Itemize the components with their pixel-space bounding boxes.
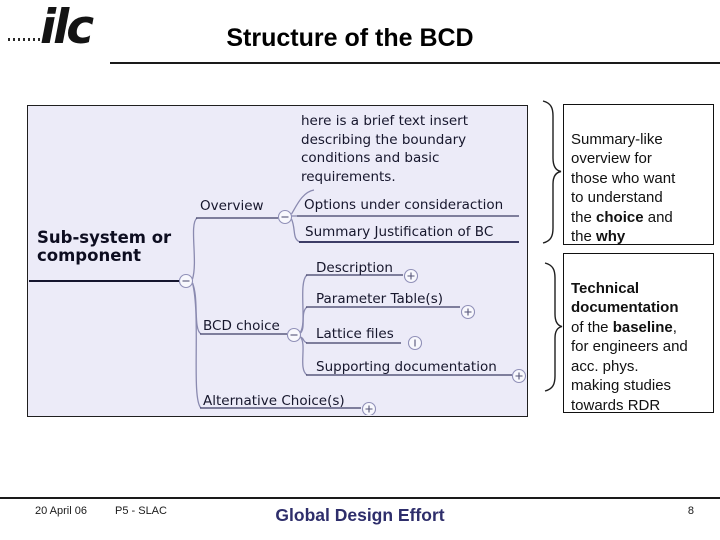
node-overview-label: Overview (200, 198, 264, 214)
edge (290, 218, 301, 243)
footer-event: P5 - SLAC (115, 505, 167, 517)
logo-dots-icon (8, 38, 44, 41)
callout-text: , for engineers and acc. phys. making st… (571, 318, 688, 414)
fold-plus-icon (403, 268, 419, 284)
fold-minus-icon (277, 209, 293, 225)
callout-text-bold: Technical documentation (571, 279, 679, 317)
node-description-label: Description (316, 260, 393, 276)
callout-text: of the (571, 318, 609, 336)
edge (299, 336, 308, 376)
node-supporting-doc-label: Supporting documentation (316, 359, 497, 375)
footer-rule (0, 497, 720, 499)
fold-bar-icon (407, 335, 423, 351)
page-title: Structure of the BCD (226, 24, 474, 52)
node-summary-label: Summary Justification of BC (305, 224, 494, 240)
node-parameter-tables-label: Parameter Table(s) (316, 291, 444, 307)
fold-plus-icon (361, 401, 377, 415)
edge (191, 217, 198, 280)
curly-brace-icon (542, 100, 562, 244)
node-note-label: here is a brief text insert describing t… (301, 113, 468, 185)
node-options-label: Options under consideraction (304, 197, 504, 213)
page-number: 8 (687, 505, 694, 517)
callout-text-bold: baseline (612, 318, 673, 336)
fold-plus-icon (511, 368, 526, 384)
fold-plus-icon (460, 304, 476, 320)
footer-date: 20 April 06 (35, 505, 87, 517)
node-bcd-choice-label: BCD choice (203, 318, 280, 334)
node-root-label: Sub-system or component (37, 228, 172, 265)
edge (299, 306, 308, 334)
node-underlines (29, 215, 519, 409)
footer-org: Global Design Effort (275, 505, 445, 525)
callout-technical-box: Technical documentation of the baseline,… (563, 253, 714, 414)
mindmap-edges (191, 189, 315, 409)
logo-text: ilc (40, 0, 94, 55)
fold-icons (178, 209, 526, 415)
ilc-logo: ilc (6, 0, 116, 70)
curly-brace-icon (544, 262, 563, 392)
edge (290, 189, 315, 215)
edge (191, 282, 202, 409)
fold-minus-icon (178, 273, 194, 289)
mindmap-panel: Sub-system or component here is a brief … (27, 105, 528, 417)
title-rule (110, 62, 720, 64)
mindmap-graphics (29, 189, 526, 415)
callout-overview-box: Summary-like overview for those who want… (563, 104, 714, 245)
node-lattice-files-label: Lattice files (316, 326, 394, 342)
node-alternative-label: Alternative Choice(s) (203, 393, 345, 409)
fold-minus-icon (286, 327, 302, 343)
callout-text-bold: choice (596, 208, 644, 226)
callout-text: and the (571, 208, 673, 246)
callout-text-bold: why (596, 228, 626, 245)
callout-text: Summary-like overview for those who want… (571, 130, 676, 226)
